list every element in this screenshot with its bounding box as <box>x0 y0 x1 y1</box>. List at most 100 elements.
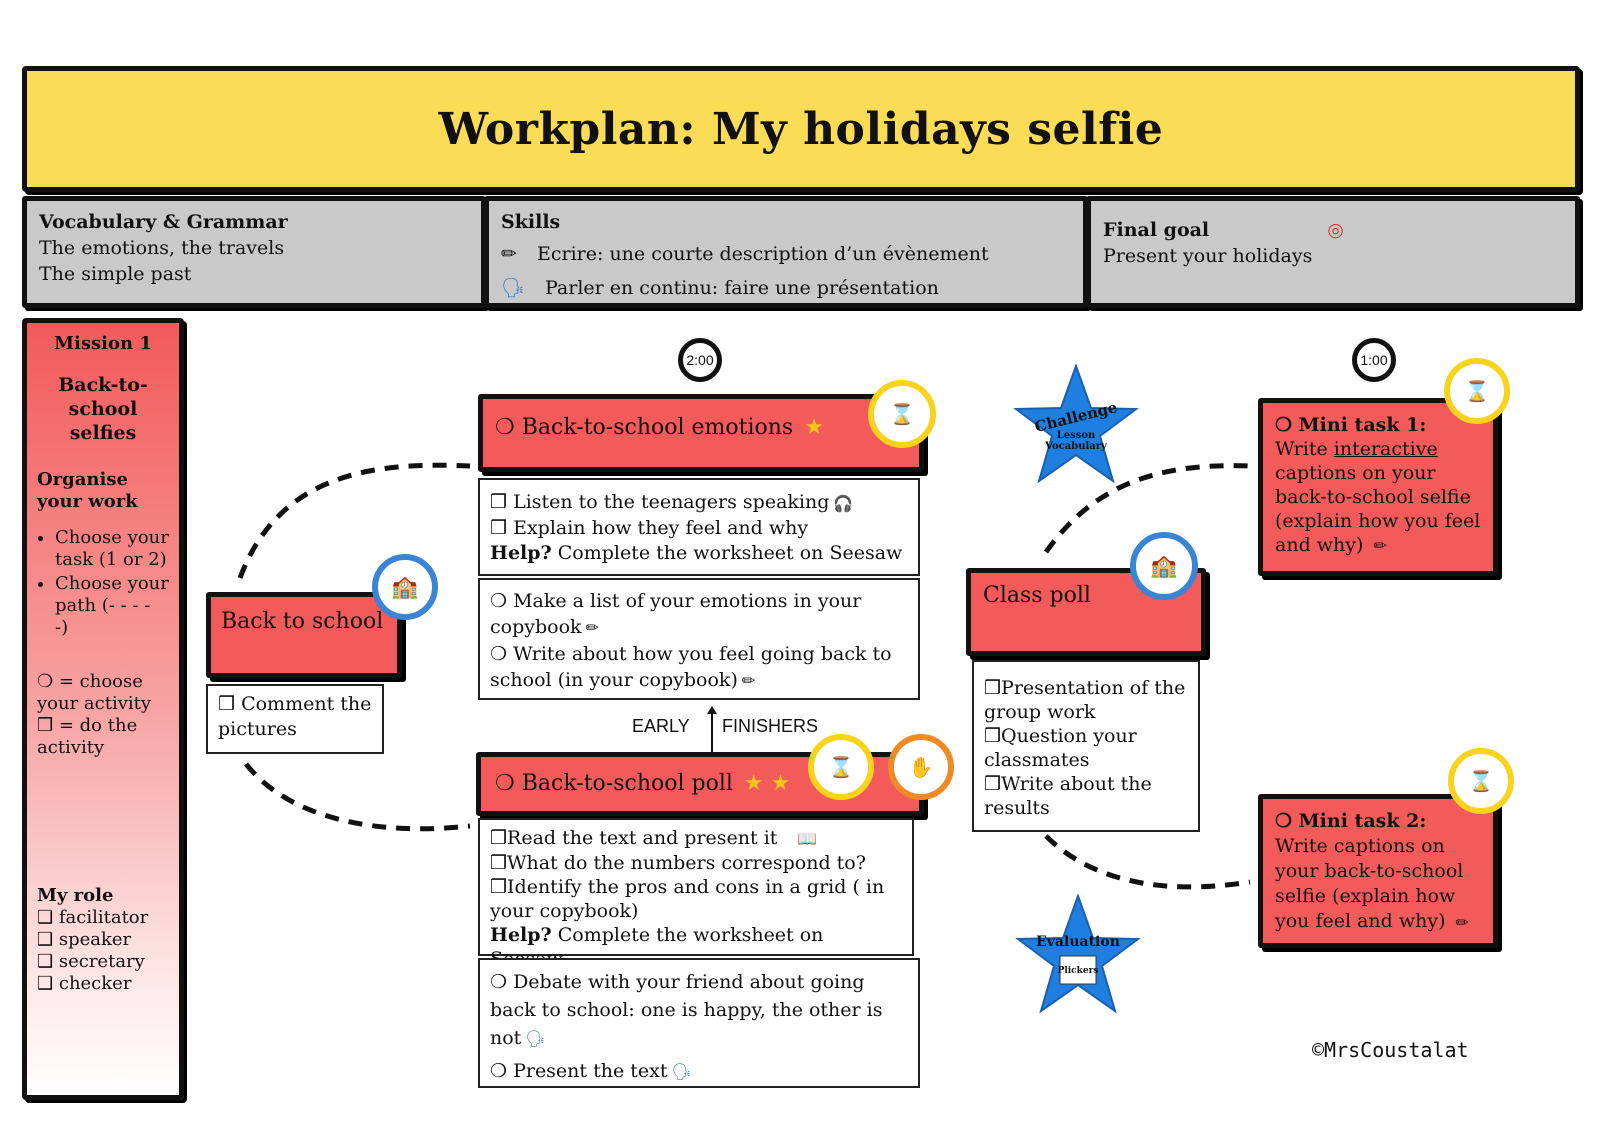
debate-choice[interactable]: ❍ Debate with your friend about going ba… <box>490 971 883 1049</box>
book-icon: 📖 <box>797 829 818 848</box>
emotions-choices: ❍ Make a list of your emotions in your c… <box>478 578 920 700</box>
list-item: Choose your path (- - - - -) <box>55 573 169 639</box>
group-icon: ✋ <box>908 755 934 779</box>
speaking-head-icon: 🗣 <box>671 1062 692 1081</box>
role-item[interactable]: ❑ checker <box>37 973 132 994</box>
title-banner: Workplan: My holidays selfie <box>22 66 1580 192</box>
hourglass-icon: ⌛ <box>889 402 915 426</box>
mission-subtitle: Back-to-school selfies <box>58 374 148 444</box>
legend-do: ❒ = do the activity <box>37 715 138 758</box>
back-to-school-task[interactable]: ❒ Comment the pictures <box>206 684 384 754</box>
class-work-badge: 🏫 <box>1130 532 1198 600</box>
role-heading: My role <box>37 885 114 906</box>
school-icon: 🏫 <box>1150 553 1178 579</box>
back-to-school-box[interactable]: Back to school <box>206 592 402 678</box>
mini-task-2-text: Write captions on your back-to-school se… <box>1275 835 1464 932</box>
organise-list: Choose your task (1 or 2) Choose your pa… <box>37 527 169 639</box>
school-icon: 🏫 <box>391 574 419 600</box>
alarm-clock-icon: 1:00 <box>1352 338 1396 382</box>
present-choice[interactable]: ❍ Present the text <box>490 1060 668 1082</box>
role-item[interactable]: ❑ secretary <box>37 951 145 972</box>
pencil-icon: ✏ <box>501 243 517 265</box>
alarm-clock-icon: 2:00 <box>678 338 722 382</box>
question-task[interactable]: ❒Question your classmates <box>984 725 1137 771</box>
hourglass-icon: ⌛ <box>1464 379 1490 403</box>
challenge-line: Lesson <box>1056 430 1096 441</box>
individual-work-badge: ⌛ <box>1444 358 1510 424</box>
hourglass-icon: ⌛ <box>1468 769 1494 793</box>
mini-task-1-text: Write interactive captions on your back-… <box>1275 438 1481 556</box>
help-label: Help? <box>490 924 552 946</box>
evaluation-label: Evaluation <box>1036 934 1120 950</box>
evaluation-star[interactable] <box>1014 894 1142 1016</box>
speaking-head-icon: 🗣 <box>501 277 526 299</box>
class-work-badge: 🏫 <box>372 554 438 620</box>
class-poll-tasks: ❒Presentation of the group work ❒Questio… <box>972 660 1200 832</box>
write-feelings-choice[interactable]: ❍ Write about how you feel going back to… <box>490 643 892 691</box>
skill-speaking: Parler en continu: faire une présentatio… <box>545 277 939 299</box>
presentation-task[interactable]: ❒Presentation of the group work <box>984 677 1186 723</box>
pencil-icon: ✏ <box>585 618 599 637</box>
emotions-tasks: ❒ Listen to the teenagers speaking🎧 ❒ Ex… <box>478 478 920 576</box>
poll-box[interactable]: ❍ Back-to-school poll ★ ★ <box>476 752 924 816</box>
skills-box: Skills ✏Ecrire: une courte description d… <box>484 196 1088 308</box>
clock-time: 1:00 <box>1360 352 1388 368</box>
star-icon <box>1013 364 1139 484</box>
path-bottom-left <box>244 762 471 832</box>
evaluation-line: Plickers <box>1057 966 1099 976</box>
early-label: EARLY <box>632 716 690 736</box>
listen-task[interactable]: ❒ Listen to the teenagers speaking <box>490 491 830 513</box>
challenge-star[interactable] <box>1012 364 1140 486</box>
hourglass-icon: ⌛ <box>828 755 854 779</box>
individual-work-badge: ⌛ <box>868 380 936 448</box>
role-item[interactable]: ❑ facilitator <box>37 907 149 928</box>
copyright: ©MrsCoustalat <box>1312 1038 1469 1062</box>
group-work-badge: ✋ <box>888 734 954 800</box>
vocabulary-box: Vocabulary & Grammar The emotions, the t… <box>22 196 486 308</box>
finishers-label: FINISHERS <box>722 716 819 736</box>
class-poll-title: Class poll <box>983 583 1091 608</box>
final-goal-box: Final goal ◎ Present your holidays <box>1086 196 1580 308</box>
grammar-line: The simple past <box>39 263 192 285</box>
individual-work-badge: ⌛ <box>1448 748 1514 814</box>
star-icon <box>1015 894 1141 1014</box>
mission-heading: Mission 1 <box>54 333 152 354</box>
read-text-task[interactable]: ❒Read the text and present it <box>490 827 778 849</box>
mini-task-1-label: ❍ Mini task 1: <box>1275 414 1427 436</box>
list-item: Choose your task (1 or 2) <box>55 527 169 571</box>
organise-heading: Organise your work <box>37 469 138 512</box>
skill-writing: Ecrire: une courte description d’un évèn… <box>537 243 989 265</box>
clock-time: 2:00 <box>686 352 714 368</box>
path-top-left <box>237 462 471 579</box>
explain-task[interactable]: ❒ Explain how they feel and why <box>490 516 809 539</box>
help-text: Complete the worksheet on Seesaw <box>551 541 903 564</box>
list-emotions-choice[interactable]: ❍ Make a list of your emotions in your c… <box>490 590 862 638</box>
write-results-task[interactable]: ❒Write about the results <box>984 773 1152 819</box>
pencil-icon: ✏ <box>1455 912 1469 932</box>
poll-choices: ❍ Debate with your friend about going ba… <box>478 958 920 1088</box>
numbers-task[interactable]: ❒What do the numbers correspond to? <box>490 852 866 874</box>
legend-choose: ❍ = choose your activity <box>37 671 152 714</box>
emotions-box[interactable]: ❍ Back-to-school emotions ★ <box>478 394 924 472</box>
poll-tasks: ❒Read the text and present it 📖 ❒What do … <box>478 818 914 970</box>
mini-task-2-box[interactable]: ❍ Mini task 2: Write captions on your ba… <box>1258 794 1498 948</box>
poll-title: ❍ Back-to-school poll <box>495 771 733 796</box>
pros-cons-task[interactable]: ❒Identify the pros and cons in a grid ( … <box>490 876 885 922</box>
class-poll-box[interactable]: Class poll <box>966 568 1206 656</box>
mini-task-1-box[interactable]: ❍ Mini task 1: Write interactive caption… <box>1258 398 1498 576</box>
individual-work-badge: ⌛ <box>808 734 874 800</box>
role-item[interactable]: ❑ speaker <box>37 929 132 950</box>
vocabulary-heading: Vocabulary & Grammar <box>39 211 288 233</box>
mini-task-2-label: ❍ Mini task 2: <box>1275 810 1427 832</box>
path-bottom-right <box>1044 834 1251 890</box>
challenge-line: Vocabulary <box>1045 441 1107 452</box>
page-title: Workplan: My holidays selfie <box>438 103 1164 155</box>
target-icon: ◎ <box>1327 219 1344 241</box>
speaking-head-icon: 🗣 <box>525 1029 546 1048</box>
star-icon: ★ <box>804 415 824 440</box>
help-label: Help? <box>490 541 552 564</box>
pencil-icon: ✏ <box>1373 536 1387 555</box>
final-goal-heading: Final goal <box>1103 219 1210 241</box>
final-goal-text: Present your holidays <box>1103 245 1313 267</box>
back-to-school-title: Back to school <box>221 609 384 634</box>
